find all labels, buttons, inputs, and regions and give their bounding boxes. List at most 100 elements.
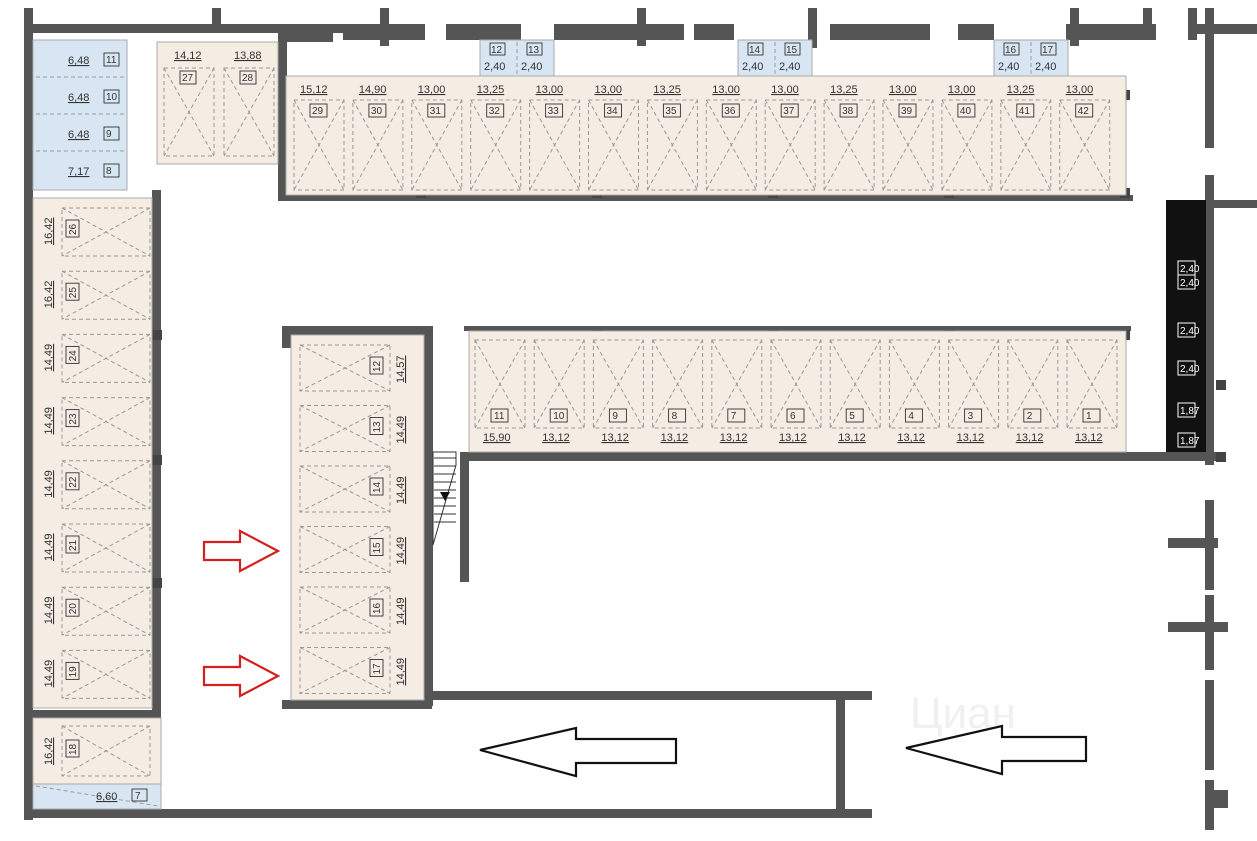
- parking-space-number-box: [65, 282, 80, 301]
- parking-space-7[interactable]: 713,12: [711, 339, 763, 444]
- storage-unit-12[interactable]: 122,40: [484, 42, 506, 73]
- space-guide-line: [529, 99, 581, 191]
- space-guide-line: [474, 339, 526, 429]
- column-pillar: [152, 455, 162, 465]
- wall-segment: [1205, 780, 1214, 830]
- parking-space-number-box: [427, 103, 446, 118]
- parking-space-number-box: [369, 538, 384, 556]
- storage-unit-right[interactable]: 2,40: [1177, 360, 1200, 376]
- parking-space-number-box: [727, 408, 746, 423]
- wall-segment: [512, 24, 521, 44]
- storage-unit-17[interactable]: 172,40: [1035, 42, 1057, 73]
- parking-space-2[interactable]: 213,12: [1007, 339, 1059, 444]
- parking-space-number-box: [1016, 103, 1035, 118]
- parking-space-area: 13,12: [542, 432, 570, 444]
- space-guide-line: [223, 67, 275, 157]
- parking-space-9[interactable]: 913,12: [592, 339, 644, 444]
- space-guide-box: [529, 99, 581, 191]
- storage-unit-10[interactable]: 6,48 10: [36, 76, 125, 104]
- storage-unit-right[interactable]: 2,40: [1177, 322, 1200, 338]
- parking-space-number-box: [239, 70, 257, 85]
- parking-space-area: 13,12: [838, 432, 866, 444]
- parking-space-area: 13,00: [948, 84, 976, 96]
- parking-space-number: 19: [68, 666, 79, 678]
- space-guide-line: [1066, 339, 1118, 429]
- parking-space-number-box: [179, 70, 197, 85]
- storage-unit-16[interactable]: 162,40: [998, 42, 1020, 73]
- storage-number: 10: [106, 92, 118, 103]
- storage-area: 6,48: [68, 92, 89, 104]
- wall-segment: [1205, 175, 1214, 465]
- parking-space-8[interactable]: 813,12: [652, 339, 704, 444]
- storage-unit-right[interactable]: 1,87: [1177, 432, 1200, 448]
- storage-unit-right[interactable]: 1,87: [1177, 402, 1200, 418]
- parking-space-number-box: [957, 103, 976, 118]
- parking-space-6[interactable]: 613,12: [770, 339, 822, 444]
- wall-segment: [1070, 8, 1079, 46]
- wall-segment: [460, 452, 469, 582]
- parking-space-number: 1: [1086, 411, 1092, 422]
- storage-number-box: [103, 126, 120, 141]
- parking-space-5[interactable]: 513,12: [829, 339, 881, 444]
- storage-number: 17: [1042, 45, 1054, 56]
- parking-space-number: 33: [548, 106, 560, 117]
- parking-space-area: 16,42: [43, 737, 55, 765]
- storage-unit-right[interactable]: 2,40: [1177, 260, 1200, 276]
- storage-unit-15[interactable]: 152,40: [779, 42, 801, 73]
- wall-segment: [1205, 595, 1214, 670]
- storage-area: 1,87: [1180, 406, 1200, 417]
- space-guide-box: [61, 523, 151, 573]
- space-guide-line: [592, 339, 644, 429]
- storage-number: 12: [491, 45, 503, 56]
- parking-space-3[interactable]: 313,12: [948, 339, 1000, 444]
- parking-space-4[interactable]: 413,12: [888, 339, 940, 444]
- space-guide-line: [711, 339, 763, 429]
- storage-unit-right[interactable]: 2,40: [1177, 274, 1200, 290]
- parking-space-number: 24: [68, 350, 79, 362]
- parking-space-1[interactable]: 113,12: [1066, 339, 1118, 444]
- storage-unit-13[interactable]: 132,40: [521, 42, 543, 73]
- parking-space-number-box: [1082, 408, 1101, 423]
- storage-unit-14[interactable]: 142,40: [742, 42, 764, 73]
- space-guide-box: [882, 99, 934, 191]
- parking-space-area: 13,12: [601, 432, 629, 444]
- parking-space-number: 17: [372, 663, 383, 675]
